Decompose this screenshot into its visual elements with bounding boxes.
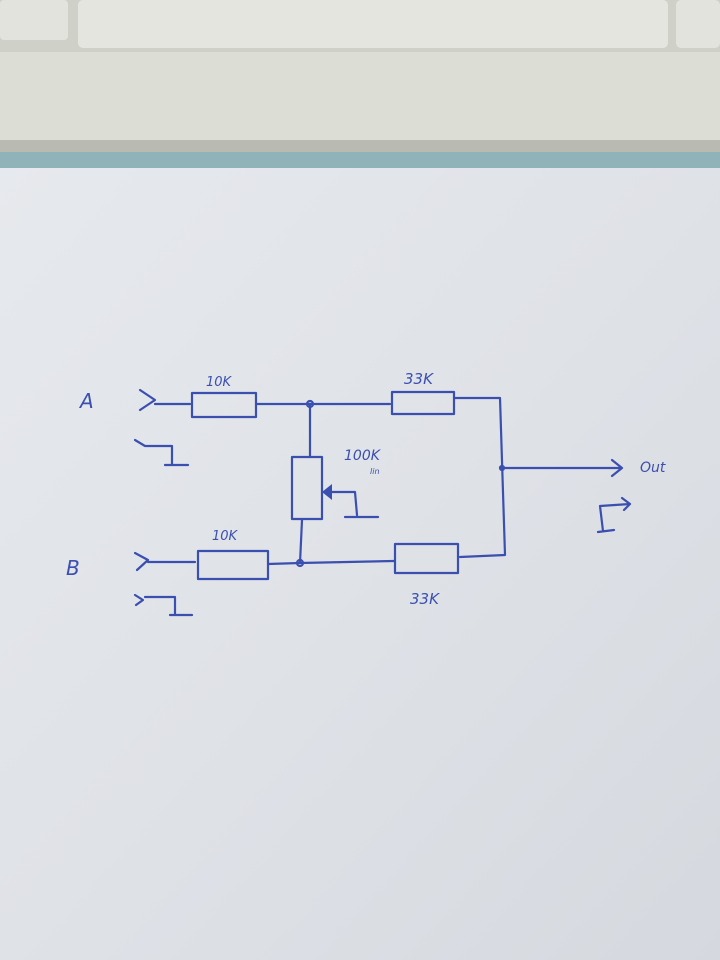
input-b-connector xyxy=(133,551,197,572)
potentiometer xyxy=(290,455,324,521)
input-b-label: B xyxy=(66,556,80,580)
junction-bottom xyxy=(295,558,305,568)
wire xyxy=(298,402,312,565)
output-wire xyxy=(500,458,624,478)
input-a-ground xyxy=(133,438,190,467)
resistor-b-label: 10K xyxy=(212,529,239,544)
resistor-top xyxy=(390,390,456,416)
keyboard-key xyxy=(676,0,720,48)
resistor-top-label: 33K xyxy=(404,370,434,388)
keyboard-key xyxy=(78,0,668,48)
input-a-label: A xyxy=(78,389,94,413)
input-b-ground xyxy=(133,593,194,617)
potentiometer-label: 100K xyxy=(344,448,382,464)
input-a-connector xyxy=(138,388,192,412)
potentiometer-taper-label: lin xyxy=(370,467,380,476)
resistor-b xyxy=(196,549,270,581)
resistor-a-label: 10K xyxy=(206,375,233,390)
resistor-a xyxy=(190,391,258,419)
keyboard-key xyxy=(0,0,68,40)
desk-strip xyxy=(0,152,720,168)
keyboard-edge xyxy=(0,52,720,144)
output-ground xyxy=(596,496,632,534)
output-label: Out xyxy=(640,460,666,476)
resistor-bottom-label: 33K xyxy=(410,590,440,608)
wire xyxy=(266,559,396,566)
wire xyxy=(452,396,507,559)
wiper-arrow-icon xyxy=(322,484,332,500)
potentiometer-wiper xyxy=(322,490,380,519)
resistor-bottom xyxy=(393,542,460,575)
keyboard-edge-shadow xyxy=(0,140,720,154)
